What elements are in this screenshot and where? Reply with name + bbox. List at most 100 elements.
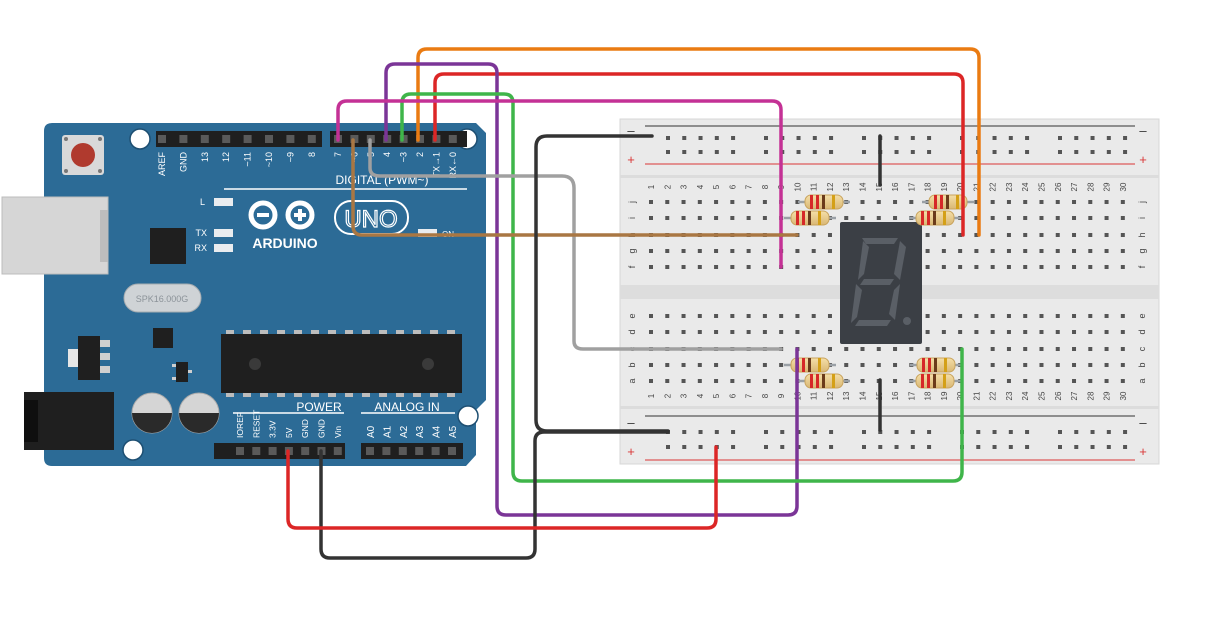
wire-green[interactable]: [400, 92, 964, 483]
terminal-hole[interactable]: [746, 330, 751, 334]
rail-hole[interactable]: [1106, 150, 1111, 154]
terminal-hole[interactable]: [1120, 330, 1125, 334]
terminal-hole[interactable]: [795, 249, 800, 253]
terminal-hole[interactable]: [990, 216, 995, 220]
rail-hole[interactable]: [992, 430, 997, 434]
terminal-hole[interactable]: [860, 347, 865, 351]
rail-hole[interactable]: [1074, 136, 1079, 140]
terminal-hole[interactable]: [1006, 233, 1011, 237]
terminal-hole[interactable]: [649, 249, 653, 253]
terminal-hole[interactable]: [925, 347, 930, 351]
wire-orange[interactable]: [416, 47, 981, 237]
resistor[interactable]: [784, 210, 836, 226]
rail-hole[interactable]: [862, 445, 866, 449]
header-socket[interactable]: [382, 447, 391, 455]
terminal-hole[interactable]: [697, 363, 702, 367]
terminal-hole[interactable]: [762, 330, 767, 334]
rail-hole[interactable]: [1058, 430, 1062, 434]
terminal-hole[interactable]: [1104, 314, 1109, 318]
rail-hole[interactable]: [1123, 430, 1128, 434]
terminal-hole[interactable]: [925, 265, 930, 269]
terminal-hole[interactable]: [649, 314, 653, 318]
terminal-hole[interactable]: [779, 363, 784, 367]
rail-hole[interactable]: [1090, 136, 1095, 140]
terminal-hole[interactable]: [1023, 363, 1028, 367]
terminal-hole[interactable]: [714, 314, 719, 318]
terminal-hole[interactable]: [990, 233, 995, 237]
resistor[interactable]: [784, 357, 836, 373]
terminal-hole[interactable]: [665, 200, 670, 204]
terminal-hole[interactable]: [1072, 379, 1077, 383]
rail-hole[interactable]: [894, 136, 899, 140]
header-socket[interactable]: [366, 447, 374, 455]
rail-hole[interactable]: [796, 136, 801, 140]
terminal-hole[interactable]: [714, 249, 719, 253]
header-socket[interactable]: [333, 447, 342, 455]
terminal-hole[interactable]: [649, 216, 653, 220]
terminal-hole[interactable]: [990, 314, 995, 318]
terminal-hole[interactable]: [746, 363, 751, 367]
terminal-hole[interactable]: [990, 379, 995, 383]
rail-hole[interactable]: [829, 430, 834, 434]
terminal-hole[interactable]: [876, 216, 881, 220]
header-socket[interactable]: [416, 135, 424, 143]
terminal-hole[interactable]: [1104, 216, 1109, 220]
resistor[interactable]: [909, 210, 961, 226]
terminal-hole[interactable]: [730, 200, 735, 204]
terminal-hole[interactable]: [1104, 233, 1109, 237]
rail-hole[interactable]: [1025, 136, 1030, 140]
terminal-hole[interactable]: [665, 265, 670, 269]
resistor[interactable]: [909, 373, 961, 389]
rail-hole[interactable]: [812, 136, 817, 140]
terminal-hole[interactable]: [1072, 233, 1077, 237]
terminal-hole[interactable]: [746, 314, 751, 318]
terminal-hole[interactable]: [1055, 200, 1060, 204]
terminal-hole[interactable]: [681, 249, 686, 253]
terminal-hole[interactable]: [1072, 216, 1077, 220]
header-socket[interactable]: [236, 447, 244, 455]
terminal-hole[interactable]: [730, 314, 735, 318]
rail-hole[interactable]: [698, 150, 703, 154]
terminal-hole[interactable]: [958, 265, 963, 269]
rail-hole[interactable]: [927, 445, 932, 449]
rail-hole[interactable]: [682, 445, 687, 449]
wire-purple[interactable]: [384, 62, 799, 517]
rail-hole[interactable]: [1123, 445, 1128, 449]
terminal-hole[interactable]: [941, 314, 946, 318]
terminal-hole[interactable]: [1039, 314, 1044, 318]
terminal-hole[interactable]: [1023, 314, 1028, 318]
terminal-hole[interactable]: [974, 216, 979, 220]
reset-button[interactable]: [62, 135, 104, 175]
terminal-hole[interactable]: [1120, 249, 1125, 253]
terminal-hole[interactable]: [958, 330, 963, 334]
terminal-hole[interactable]: [681, 379, 686, 383]
terminal-hole[interactable]: [1023, 200, 1028, 204]
rail-hole[interactable]: [862, 430, 866, 434]
terminal-hole[interactable]: [1006, 363, 1011, 367]
terminal-hole[interactable]: [925, 330, 930, 334]
terminal-hole[interactable]: [1120, 233, 1125, 237]
power-header[interactable]: [214, 443, 463, 459]
terminal-hole[interactable]: [860, 216, 865, 220]
wire-red-5v[interactable]: [286, 445, 718, 530]
terminal-hole[interactable]: [730, 379, 735, 383]
rail-hole[interactable]: [1058, 150, 1062, 154]
terminal-hole[interactable]: [909, 347, 914, 351]
terminal-hole[interactable]: [827, 314, 832, 318]
wire-black-gnd[interactable]: [319, 430, 670, 560]
rail-hole[interactable]: [1090, 430, 1095, 434]
terminal-hole[interactable]: [1088, 363, 1093, 367]
rail-hole[interactable]: [666, 136, 670, 140]
terminal-hole[interactable]: [1104, 265, 1109, 269]
terminal-hole[interactable]: [1039, 347, 1044, 351]
terminal-hole[interactable]: [1120, 379, 1125, 383]
rail-hole[interactable]: [731, 136, 736, 140]
rail-hole[interactable]: [1058, 445, 1062, 449]
terminal-hole[interactable]: [697, 216, 702, 220]
terminal-hole[interactable]: [681, 216, 686, 220]
terminal-hole[interactable]: [697, 330, 702, 334]
rail-hole[interactable]: [796, 150, 801, 154]
terminal-hole[interactable]: [1055, 314, 1060, 318]
terminal-hole[interactable]: [1039, 330, 1044, 334]
